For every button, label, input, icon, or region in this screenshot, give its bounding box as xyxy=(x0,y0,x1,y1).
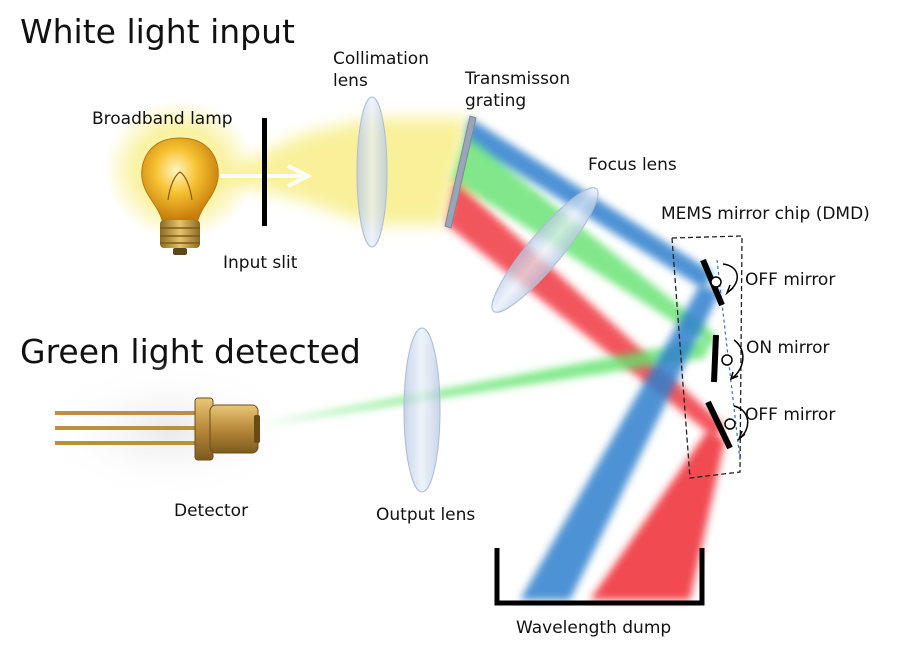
heading-white-light-input: White light input xyxy=(20,12,295,51)
detector xyxy=(40,360,300,500)
white-light-arrow xyxy=(220,164,313,188)
broadband-lamp xyxy=(141,137,219,255)
label-grating-1: Transmisson xyxy=(464,69,570,89)
label-on-mirror: ON mirror xyxy=(746,338,829,358)
label-collimation-lens-2: lens xyxy=(333,71,368,91)
label-off-mirror-bottom: OFF mirror xyxy=(745,405,835,425)
label-broadband-lamp: Broadband lamp xyxy=(92,109,233,129)
reflected-beams xyxy=(258,285,725,600)
label-mems-chip: MEMS mirror chip (DMD) xyxy=(661,204,870,224)
blue-beam-out xyxy=(520,285,720,600)
label-wavelength-dump: Wavelength dump xyxy=(516,618,671,638)
label-collimation-lens-1: Collimation xyxy=(333,49,429,69)
label-focus-lens: Focus lens xyxy=(588,155,677,175)
green-beam-in xyxy=(452,135,716,345)
label-input-slit: Input slit xyxy=(223,253,298,273)
focus-lens xyxy=(491,187,599,313)
label-output-lens: Output lens xyxy=(376,505,475,525)
off-mirror-top xyxy=(700,258,738,307)
collimation-lens xyxy=(356,96,388,248)
label-grating-2: grating xyxy=(465,91,526,111)
transmission-grating xyxy=(444,115,477,229)
dmd-chip-outline xyxy=(671,235,743,479)
label-detector: Detector xyxy=(174,501,248,521)
label-off-mirror-top: OFF mirror xyxy=(745,270,835,290)
off-mirror-bottom xyxy=(705,400,749,450)
green-beam-out xyxy=(258,338,712,425)
red-beam-out xyxy=(590,430,725,600)
output-lens xyxy=(403,327,441,493)
wavelength-dump xyxy=(494,548,705,606)
input-slit xyxy=(262,118,267,226)
on-mirror xyxy=(711,334,744,383)
